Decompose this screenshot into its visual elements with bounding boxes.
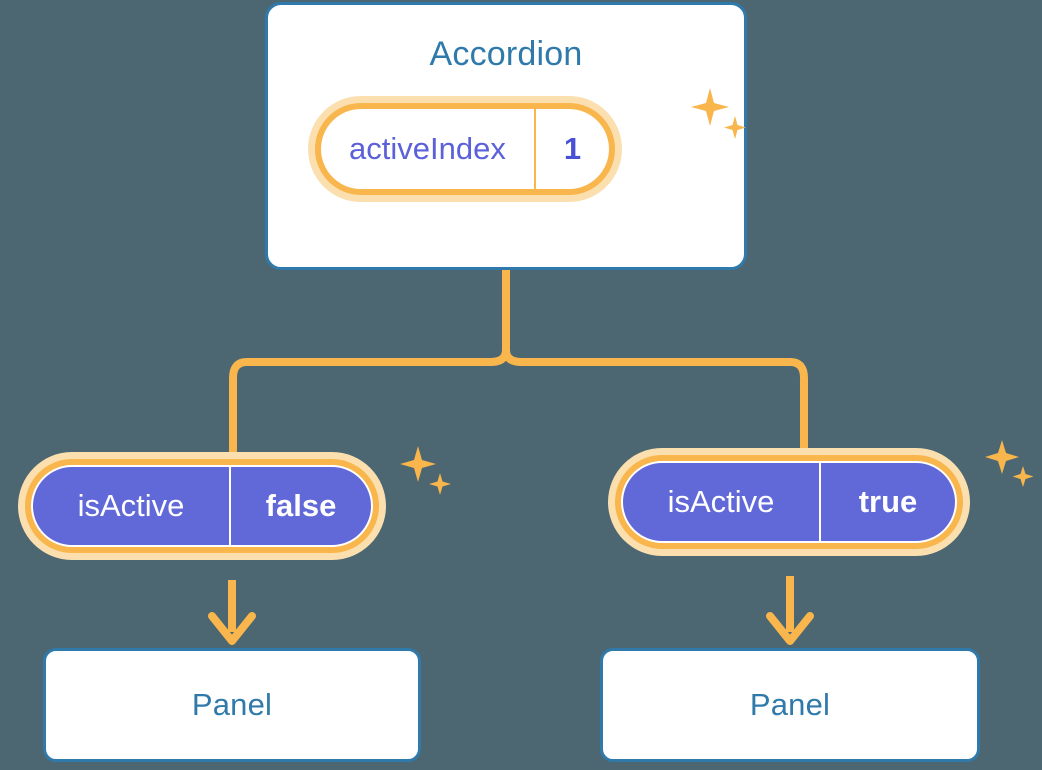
pill-body: activeIndex 1 (321, 109, 610, 189)
pill-orange-ring: isActive true (615, 455, 963, 549)
state-value-label: 1 (533, 109, 609, 189)
panel-card-right[interactable]: Panel (600, 648, 980, 762)
panel-title: Panel (749, 687, 831, 722)
state-key-label: isActive (667, 484, 775, 519)
sparkle-icon (985, 440, 1034, 487)
accordion-title: Accordion (429, 35, 583, 73)
state-pill-is-active-true[interactable]: isActive true (608, 448, 970, 556)
sparkle-icon (400, 446, 451, 495)
pill-orange-ring: isActive false (25, 459, 379, 553)
state-value-label: true (819, 463, 955, 541)
panel-card-left[interactable]: Panel (43, 648, 421, 762)
pill-glow-ring: isActive true (608, 448, 970, 556)
panel-title: Panel (191, 687, 273, 722)
pill-glow-ring: isActive false (18, 452, 386, 560)
state-key-label: activeIndex (349, 131, 506, 166)
state-pill-is-active-false[interactable]: isActive false (18, 452, 386, 560)
state-value-label: false (229, 467, 371, 545)
pill-body: isActive false (31, 465, 373, 547)
pill-body: isActive true (621, 461, 957, 543)
pill-orange-ring: activeIndex 1 (315, 103, 616, 195)
state-pill-active-index[interactable]: activeIndex 1 (308, 96, 623, 202)
state-key-label: isActive (77, 488, 185, 523)
pill-glow-ring: activeIndex 1 (308, 96, 623, 202)
